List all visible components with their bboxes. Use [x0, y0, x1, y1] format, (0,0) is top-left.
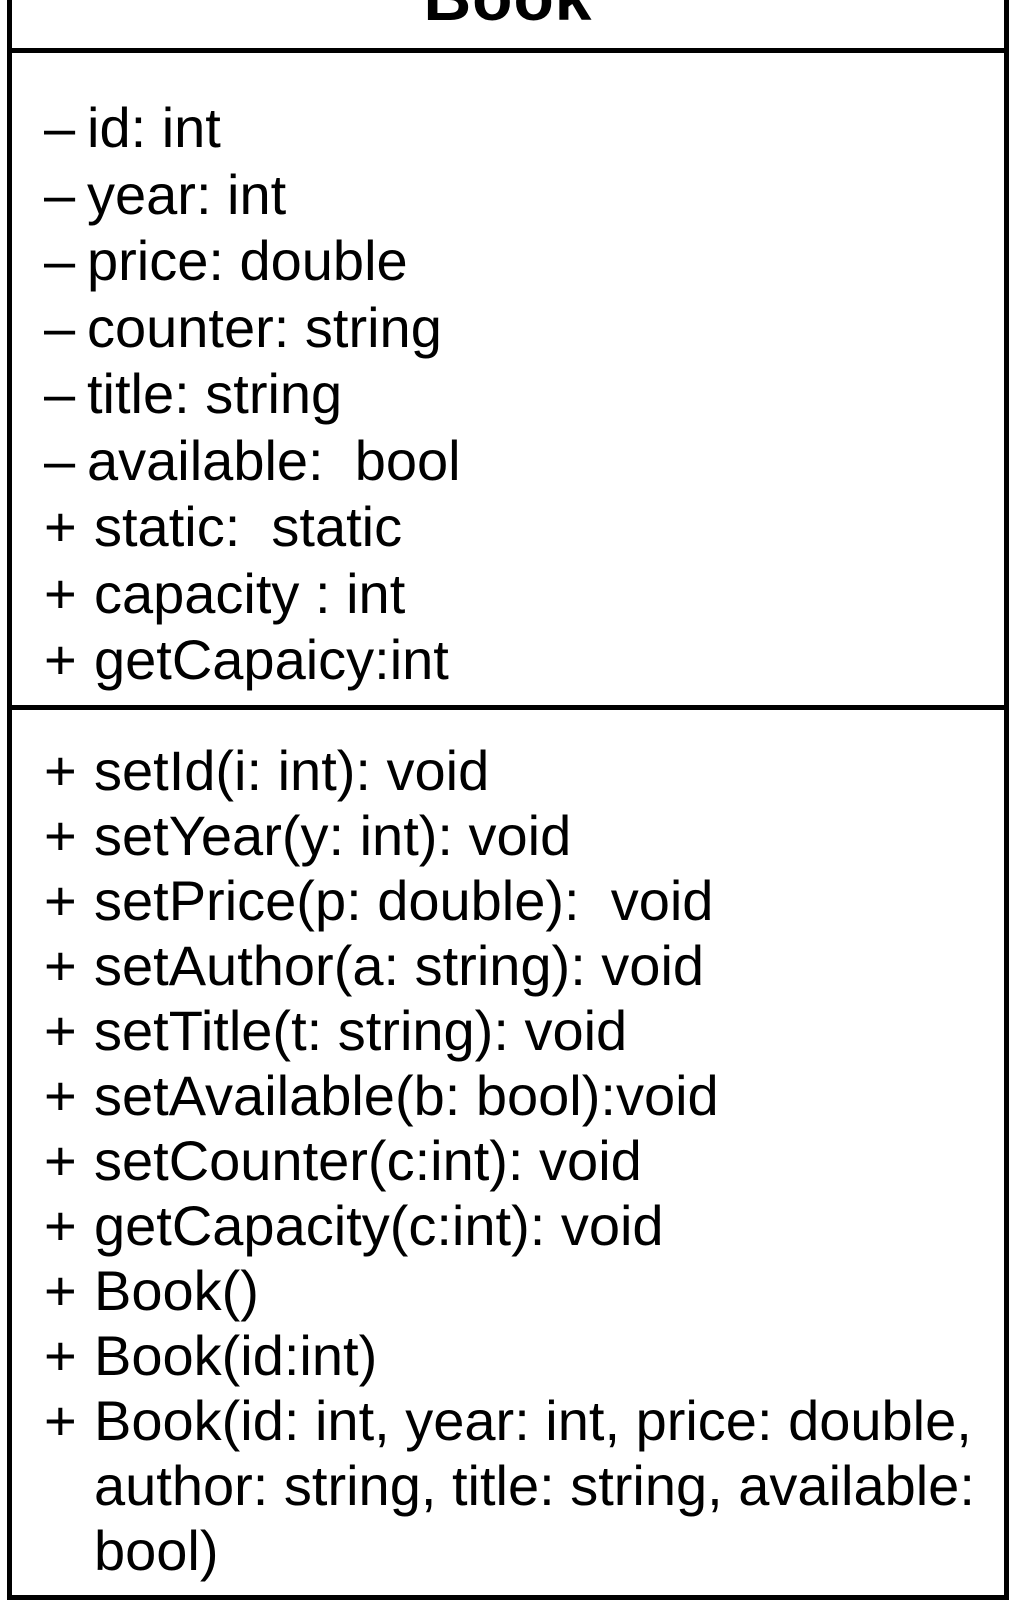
- visibility-marker: +: [44, 1389, 77, 1452]
- attribute-text: price: double: [87, 229, 408, 292]
- uml-class-box: Book –id: int –year: int –price: double …: [7, 0, 1009, 1600]
- attribute-text: available: bool: [87, 428, 461, 492]
- operation-text: setAuthor(a: string): void: [94, 934, 705, 997]
- visibility-marker: +: [44, 869, 77, 932]
- operation-text: Book(): [94, 1259, 259, 1322]
- attribute-text: title: string: [87, 362, 343, 425]
- visibility-marker: +: [44, 1259, 77, 1322]
- visibility-marker: –: [44, 229, 76, 292]
- visibility-marker: +: [44, 1064, 77, 1127]
- visibility-marker: +: [44, 739, 77, 802]
- visibility-marker: +: [44, 1194, 77, 1257]
- attribute-text: counter: string: [87, 295, 442, 359]
- visibility-marker: +: [44, 561, 77, 625]
- visibility-marker: +: [44, 495, 77, 558]
- operation-text: Book(id:int): [94, 1324, 378, 1387]
- attribute-row: –title: string: [44, 361, 1004, 428]
- visibility-marker: +: [44, 934, 77, 997]
- attribute-row: + static: static: [44, 494, 1004, 561]
- operation-row: + getCapacity(c:int): void: [44, 1193, 1004, 1258]
- attribute-text: year: int: [87, 162, 287, 226]
- operations-compartment: + setId(i: int): void + setYear(y: int): v…: [12, 710, 1004, 1583]
- visibility-marker: –: [44, 362, 76, 425]
- operation-row: + Book(id:int): [44, 1323, 1004, 1388]
- operation-row: + setPrice(p: double): void: [44, 868, 1004, 933]
- operation-text: setPrice(p: double): void: [94, 869, 714, 932]
- attribute-text: id: int: [87, 96, 221, 159]
- operation-text: setAvailable(b: bool):void: [94, 1064, 719, 1127]
- visibility-marker: +: [44, 628, 77, 691]
- operation-row: + setAvailable(b: bool):void: [44, 1063, 1004, 1128]
- attribute-text: static: static: [94, 495, 403, 558]
- operation-row: + setYear(y: int): void: [44, 803, 1004, 868]
- operation-row: + Book(): [44, 1258, 1004, 1323]
- visibility-marker: +: [44, 1129, 77, 1192]
- visibility-marker: +: [44, 804, 77, 867]
- visibility-marker: +: [44, 999, 77, 1062]
- class-name-compartment: Book: [12, 0, 1004, 53]
- visibility-marker: –: [44, 96, 76, 159]
- operation-continuation-line: bool): [94, 1519, 219, 1582]
- operation-row: + setTitle(t: string): void: [44, 998, 1004, 1063]
- attribute-row: –price: double: [44, 228, 1004, 295]
- attribute-row: –available: bool: [44, 428, 1004, 495]
- operation-text: setId(i: int): void: [94, 739, 490, 802]
- attribute-text: capacity : int: [94, 561, 406, 625]
- operation-text: setTitle(t: string): void: [94, 999, 628, 1062]
- attribute-row: –counter: string: [44, 295, 1004, 362]
- attribute-row: –id: int: [44, 95, 1004, 162]
- operation-row: + setCounter(c:int): void: [44, 1128, 1004, 1193]
- operation-continuation-line: author: string, title: string, available…: [94, 1454, 975, 1517]
- visibility-marker: –: [44, 428, 76, 492]
- operation-text: getCapacity(c:int): void: [94, 1194, 664, 1257]
- visibility-marker: –: [44, 295, 76, 359]
- attribute-row: –year: int: [44, 162, 1004, 229]
- visibility-marker: –: [44, 162, 76, 226]
- class-name: Book: [424, 0, 593, 30]
- attribute-row: + getCapaicy:int: [44, 627, 1004, 694]
- attribute-text: getCapaicy:int: [94, 628, 449, 691]
- operation-row: + Book(id: int, year: int, price: double,: [44, 1388, 1004, 1453]
- operation-row: + setAuthor(a: string): void: [44, 933, 1004, 998]
- attributes-compartment: –id: int –year: int –price: double –coun…: [12, 53, 1004, 710]
- operation-text: setCounter(c:int): void: [94, 1129, 642, 1192]
- attribute-row: + capacity : int: [44, 561, 1004, 628]
- visibility-marker: +: [44, 1324, 77, 1387]
- operation-text: setYear(y: int): void: [94, 804, 572, 867]
- operation-row: + setId(i: int): void: [44, 738, 1004, 803]
- operation-text: Book(id: int, year: int, price: double,: [94, 1389, 972, 1452]
